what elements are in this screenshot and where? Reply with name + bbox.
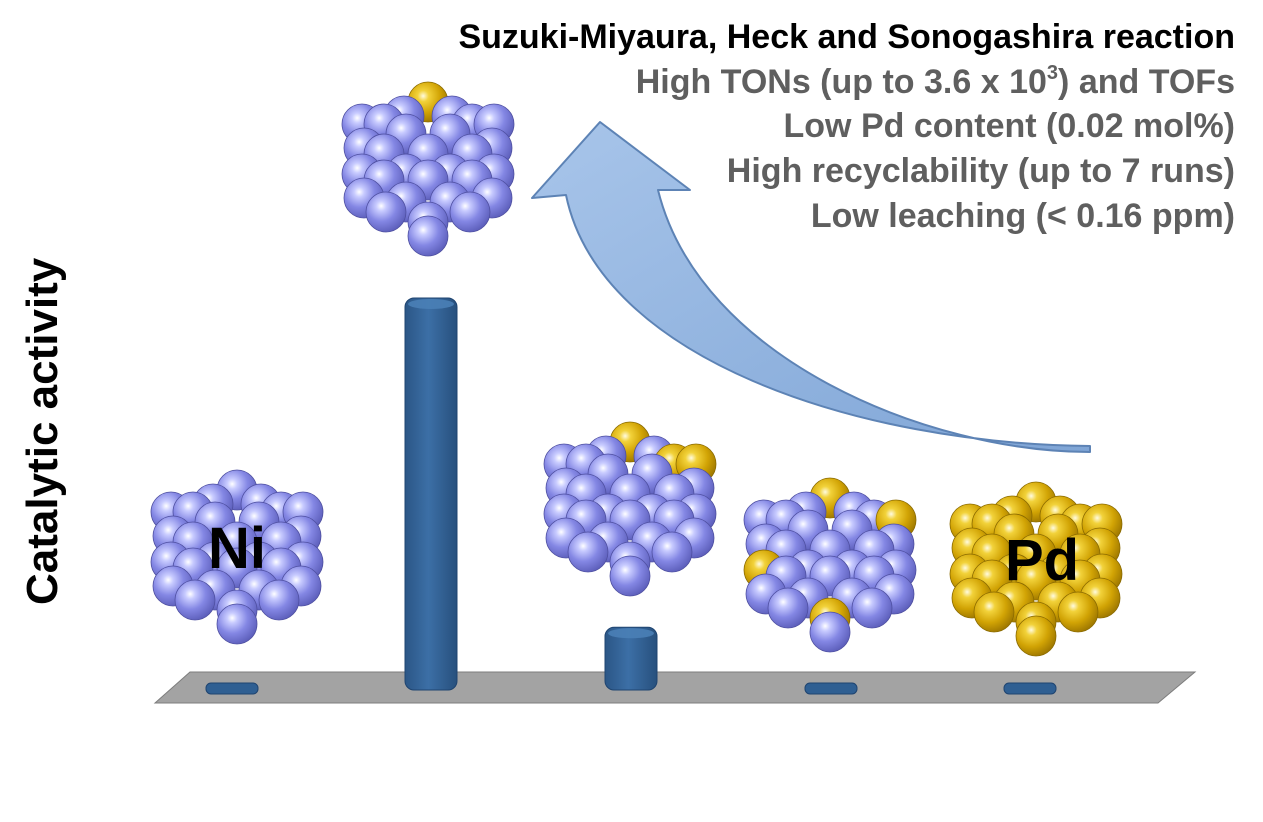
nanoparticle-cluster-3 bbox=[743, 477, 917, 653]
pd-atom-4-25 bbox=[973, 591, 1015, 633]
feature-leaching: Low leaching (< 0.16 ppm) bbox=[810, 197, 1235, 235]
ni-atom-2-25 bbox=[567, 531, 609, 573]
bar-body-1 bbox=[404, 297, 458, 691]
bar-body-2 bbox=[604, 626, 658, 691]
nanoparticle-cluster-0: Ni bbox=[150, 469, 324, 645]
pd-atom-4-26 bbox=[1057, 591, 1099, 633]
bar-cap-0 bbox=[205, 682, 259, 695]
ni-atom-2-28 bbox=[609, 555, 651, 597]
pd-atom-4-28 bbox=[1015, 615, 1057, 657]
ni-atom-3-26 bbox=[851, 587, 893, 629]
ni-atom-0-28 bbox=[216, 603, 258, 645]
ni-atom-3-25 bbox=[767, 587, 809, 629]
bar-2 bbox=[604, 626, 658, 691]
ni-atom-1-28 bbox=[407, 215, 449, 257]
bar-4 bbox=[1003, 682, 1057, 695]
feature-tons: High TONs (up to 3.6 x 103) and TOFs bbox=[636, 62, 1235, 102]
reaction-title: Suzuki-Miyaura, Heck and Sonogashira rea… bbox=[458, 18, 1235, 56]
ni-atom-0-25 bbox=[174, 579, 216, 621]
bar-cap-4 bbox=[1003, 682, 1057, 695]
cluster-label-0: Ni bbox=[208, 516, 266, 581]
feature-pd-content: Low Pd content (0.02 mol%) bbox=[783, 107, 1235, 145]
annotation-arrow bbox=[531, 121, 1091, 453]
y-axis-label: Catalytic activity bbox=[18, 257, 67, 605]
bar-3 bbox=[804, 682, 858, 695]
nanoparticle-cluster-2 bbox=[543, 421, 717, 597]
bar-1 bbox=[404, 297, 458, 691]
bar-top-1 bbox=[408, 299, 454, 309]
bar-cap-3 bbox=[804, 682, 858, 695]
ni-atom-1-25 bbox=[365, 191, 407, 233]
bar-0 bbox=[205, 682, 259, 695]
feature-recyclability: High recyclability (up to 7 runs) bbox=[726, 152, 1235, 190]
feature-tons-text: High TONs (up to 3.6 x 10 bbox=[635, 63, 1047, 101]
nanoparticle-cluster-1 bbox=[341, 81, 515, 257]
feature-tons-suffix: ) and TOFs bbox=[1058, 63, 1235, 101]
bar-top-2 bbox=[608, 628, 654, 639]
cluster-label-4: Pd bbox=[1005, 528, 1079, 593]
nanoparticle-cluster-4: Pd bbox=[949, 481, 1123, 657]
ni-atom-2-26 bbox=[651, 531, 693, 573]
ni-atom-1-26 bbox=[449, 191, 491, 233]
ni-atom-0-26 bbox=[258, 579, 300, 621]
ni-atom-3-28 bbox=[809, 611, 851, 653]
feature-tons-exponent: 3 bbox=[1046, 62, 1059, 84]
